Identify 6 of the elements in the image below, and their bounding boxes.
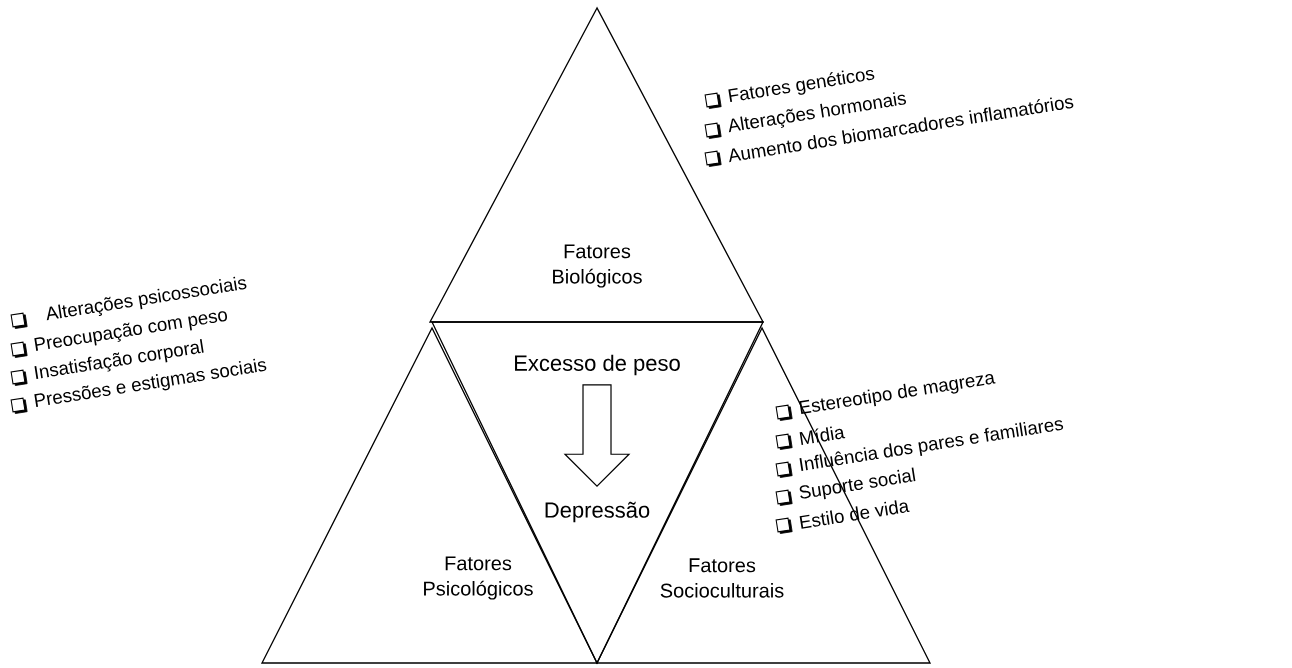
hollow-arrow [563,384,631,488]
list-item: Mídia [799,426,846,445]
list-item: Estilo de vida [799,500,910,529]
list-item: Estereotipo de magreza [799,374,996,414]
node-text: Excesso de peso [515,354,680,376]
node-text: Depressão [545,501,650,523]
